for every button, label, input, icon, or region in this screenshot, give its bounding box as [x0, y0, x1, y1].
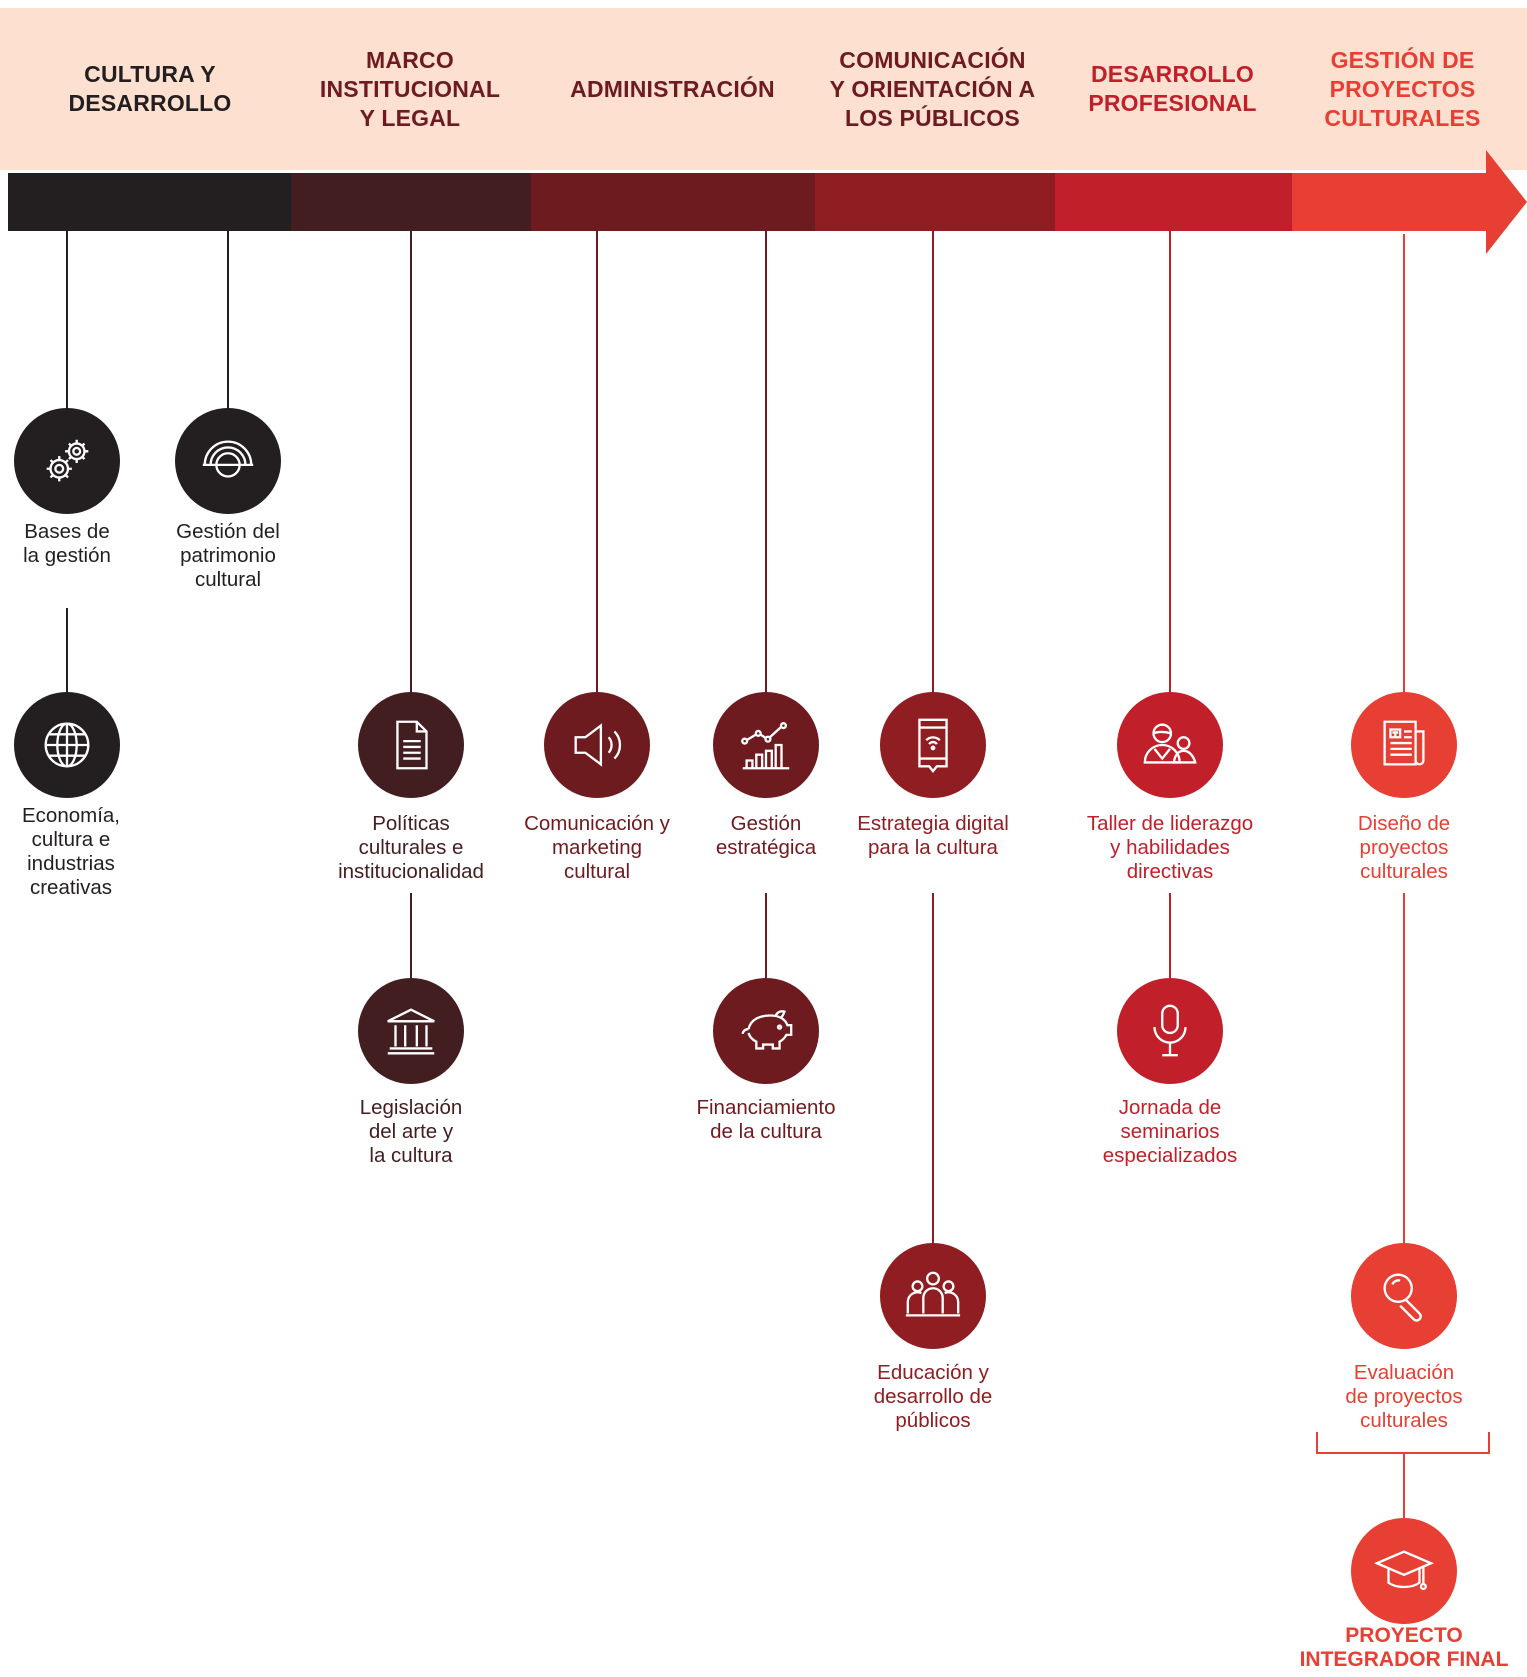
- bracket-left: [1316, 1432, 1318, 1454]
- graduation-cap-icon: [1373, 1550, 1435, 1591]
- module-node-legislacion: [358, 978, 464, 1084]
- module-label: Economía, cultura e industrias creativas: [22, 804, 120, 899]
- module-label: Financiamiento de la cultura: [696, 1096, 836, 1143]
- smartphone-wifi-icon: [918, 718, 948, 774]
- module-node-liderazgo: [1117, 692, 1223, 798]
- module-label: Comunicación y marketing cultural: [524, 812, 670, 883]
- connector-line: [596, 231, 598, 693]
- module-label: Gestión del patrimonio cultural: [176, 520, 280, 591]
- connector-line: [932, 231, 934, 693]
- module-label: Gestión estratégica: [715, 812, 817, 859]
- timeline-segment-4: [815, 173, 1055, 231]
- module-label: Legislación del arte y la cultura: [359, 1096, 463, 1167]
- connector-line: [410, 231, 412, 693]
- header-band: [0, 8, 1527, 170]
- connector-line: [1169, 231, 1171, 693]
- stage-heading-desarrollo-profesional: DESARROLLO PROFESIONAL: [1088, 61, 1257, 116]
- connector-line: [410, 893, 412, 978]
- module-label: Bases de la gestión: [23, 520, 111, 567]
- module-label: Estrategia digital para la cultura: [857, 812, 1009, 859]
- module-node-financiamiento: [713, 978, 819, 1084]
- module-node-estrategia-digital: [880, 692, 986, 798]
- connector-line: [1403, 893, 1405, 1243]
- connector-line: [66, 608, 68, 694]
- connector-line: [1403, 234, 1405, 693]
- timeline-segment-6: [1292, 173, 1488, 231]
- speaker-icon: [574, 723, 622, 767]
- connector-line: [765, 893, 767, 978]
- piggy-bank-icon: [741, 1010, 793, 1050]
- connector-line: [1403, 1454, 1405, 1518]
- connector-line: [765, 231, 767, 693]
- module-node-educacion: [880, 1243, 986, 1349]
- microphone-icon: [1153, 1004, 1187, 1057]
- module-node-evaluacion: [1351, 1243, 1457, 1349]
- module-node-diseno: [1351, 692, 1457, 798]
- module-label: Educación y desarrollo de públicos: [873, 1361, 993, 1432]
- connector-line: [1169, 893, 1171, 978]
- module-node-patrimonio: [175, 408, 281, 514]
- institution-building-icon: [387, 1008, 435, 1055]
- newspaper-icon: [1383, 720, 1425, 766]
- bracket-bottom: [1316, 1452, 1490, 1454]
- module-node-bases-gestion: [14, 408, 120, 514]
- document-icon: [396, 720, 428, 770]
- leader-people-icon: [1143, 723, 1197, 764]
- timeline-segment-1: [8, 173, 291, 231]
- stage-heading-administracion: ADMINISTRACIÓN: [570, 75, 775, 102]
- final-project-label: PROYECTO INTEGRADOR FINAL: [1299, 1624, 1509, 1671]
- stage-heading-gestion-proyectos: GESTIÓN DE PROYECTOS CULTURALES: [1324, 46, 1481, 131]
- magnifier-icon: [1383, 1273, 1422, 1322]
- module-label: Diseño de proyectos culturales: [1357, 812, 1451, 883]
- timeline-segment-2: [291, 173, 531, 231]
- bracket-right: [1488, 1432, 1490, 1454]
- module-label: Taller de liderazgo y habilidades direct…: [1086, 812, 1254, 883]
- timeline-segment-3: [531, 173, 815, 231]
- stage-heading-comunicacion: COMUNICACIÓN Y ORIENTACIÓN A LOS PÚBLICO…: [829, 46, 1036, 131]
- module-node-economia: [14, 692, 120, 798]
- module-node-politicas: [358, 692, 464, 798]
- timeline-arrowhead: [1486, 150, 1527, 254]
- module-node-comunicacion: [544, 692, 650, 798]
- stage-heading-cultura: CULTURA Y DESARROLLO: [68, 61, 232, 116]
- connector-line: [227, 231, 229, 409]
- heritage-dome-icon: [202, 440, 254, 478]
- final-project-node: [1351, 1518, 1457, 1624]
- group-people-icon: [905, 1271, 961, 1317]
- module-node-gestion-estrategica: [713, 692, 819, 798]
- growth-chart-icon: [741, 722, 790, 770]
- connector-line: [66, 231, 68, 409]
- module-label: Políticas culturales e institucionalidad: [338, 812, 484, 883]
- globe-icon: [44, 722, 90, 768]
- connector-line: [932, 893, 934, 1243]
- module-label: Jornada de seminarios especializados: [1102, 1096, 1238, 1167]
- stage-heading-marco: MARCO INSTITUCIONAL Y LEGAL: [319, 46, 501, 131]
- timeline-segment-5: [1055, 173, 1292, 231]
- module-label: Evaluación de proyectos culturales: [1345, 1361, 1463, 1432]
- module-node-seminarios: [1117, 978, 1223, 1084]
- gears-icon: [46, 439, 89, 482]
